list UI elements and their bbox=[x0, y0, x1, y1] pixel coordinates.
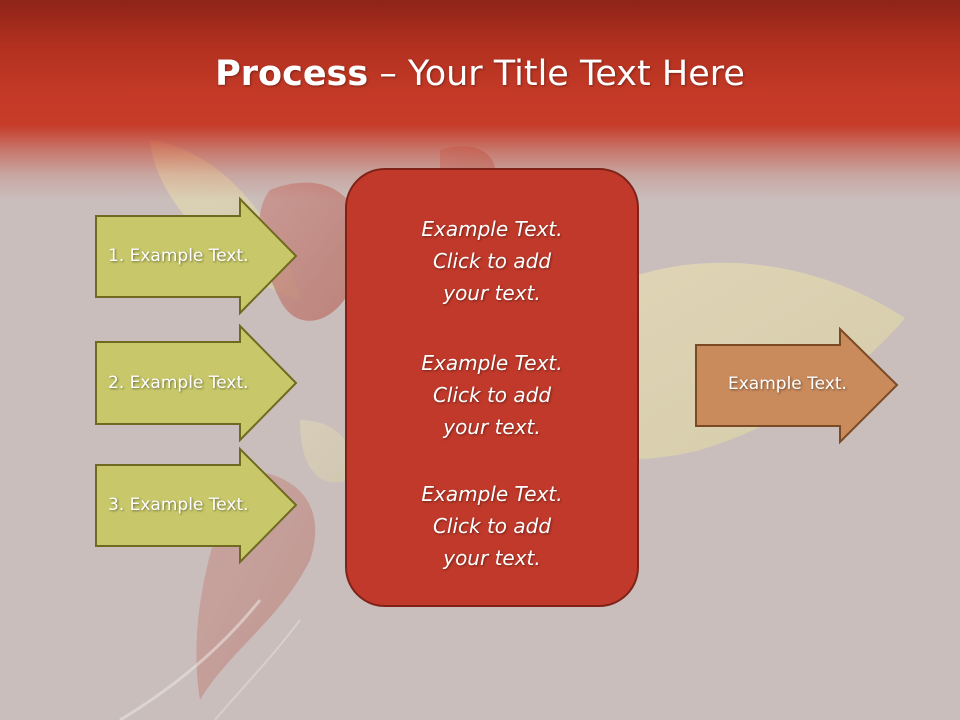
left-arrow-1[interactable] bbox=[95, 196, 298, 316]
center-paragraph-3-line-1: Example Text. bbox=[421, 482, 563, 506]
output-arrow-label: Example Text. bbox=[728, 374, 847, 394]
center-paragraph-1: Example Text. Click to add your text. bbox=[345, 213, 639, 309]
left-arrow-3-label: 3. Example Text. bbox=[108, 495, 249, 515]
left-arrow-2[interactable] bbox=[95, 323, 298, 443]
title-bold-text: Process bbox=[215, 54, 369, 94]
center-paragraph-2: Example Text. Click to add your text. bbox=[345, 347, 639, 443]
center-paragraph-1-line-2: Click to add bbox=[432, 249, 552, 273]
title-rest-text: Your Title Text Here bbox=[407, 54, 745, 94]
center-paragraph-1-line-3: your text. bbox=[443, 281, 541, 305]
left-arrow-1-label: 1. Example Text. bbox=[108, 246, 249, 266]
center-text-box[interactable] bbox=[345, 168, 639, 607]
center-paragraph-2-line-2: Click to add bbox=[432, 383, 552, 407]
center-paragraph-3-line-3: your text. bbox=[443, 546, 541, 570]
title-dash: – bbox=[368, 54, 408, 94]
slide-title[interactable]: Process – Your Title Text Here bbox=[0, 52, 960, 96]
center-paragraph-3: Example Text. Click to add your text. bbox=[345, 478, 639, 574]
center-paragraph-1-line-1: Example Text. bbox=[421, 217, 563, 241]
center-paragraph-2-line-3: your text. bbox=[443, 415, 541, 439]
center-paragraph-3-line-2: Click to add bbox=[432, 514, 552, 538]
center-paragraph-2-line-1: Example Text. bbox=[421, 351, 563, 375]
left-arrow-3[interactable] bbox=[95, 446, 298, 565]
header-band bbox=[0, 0, 960, 200]
output-arrow[interactable] bbox=[695, 326, 899, 445]
left-arrow-2-label: 2. Example Text. bbox=[108, 373, 249, 393]
